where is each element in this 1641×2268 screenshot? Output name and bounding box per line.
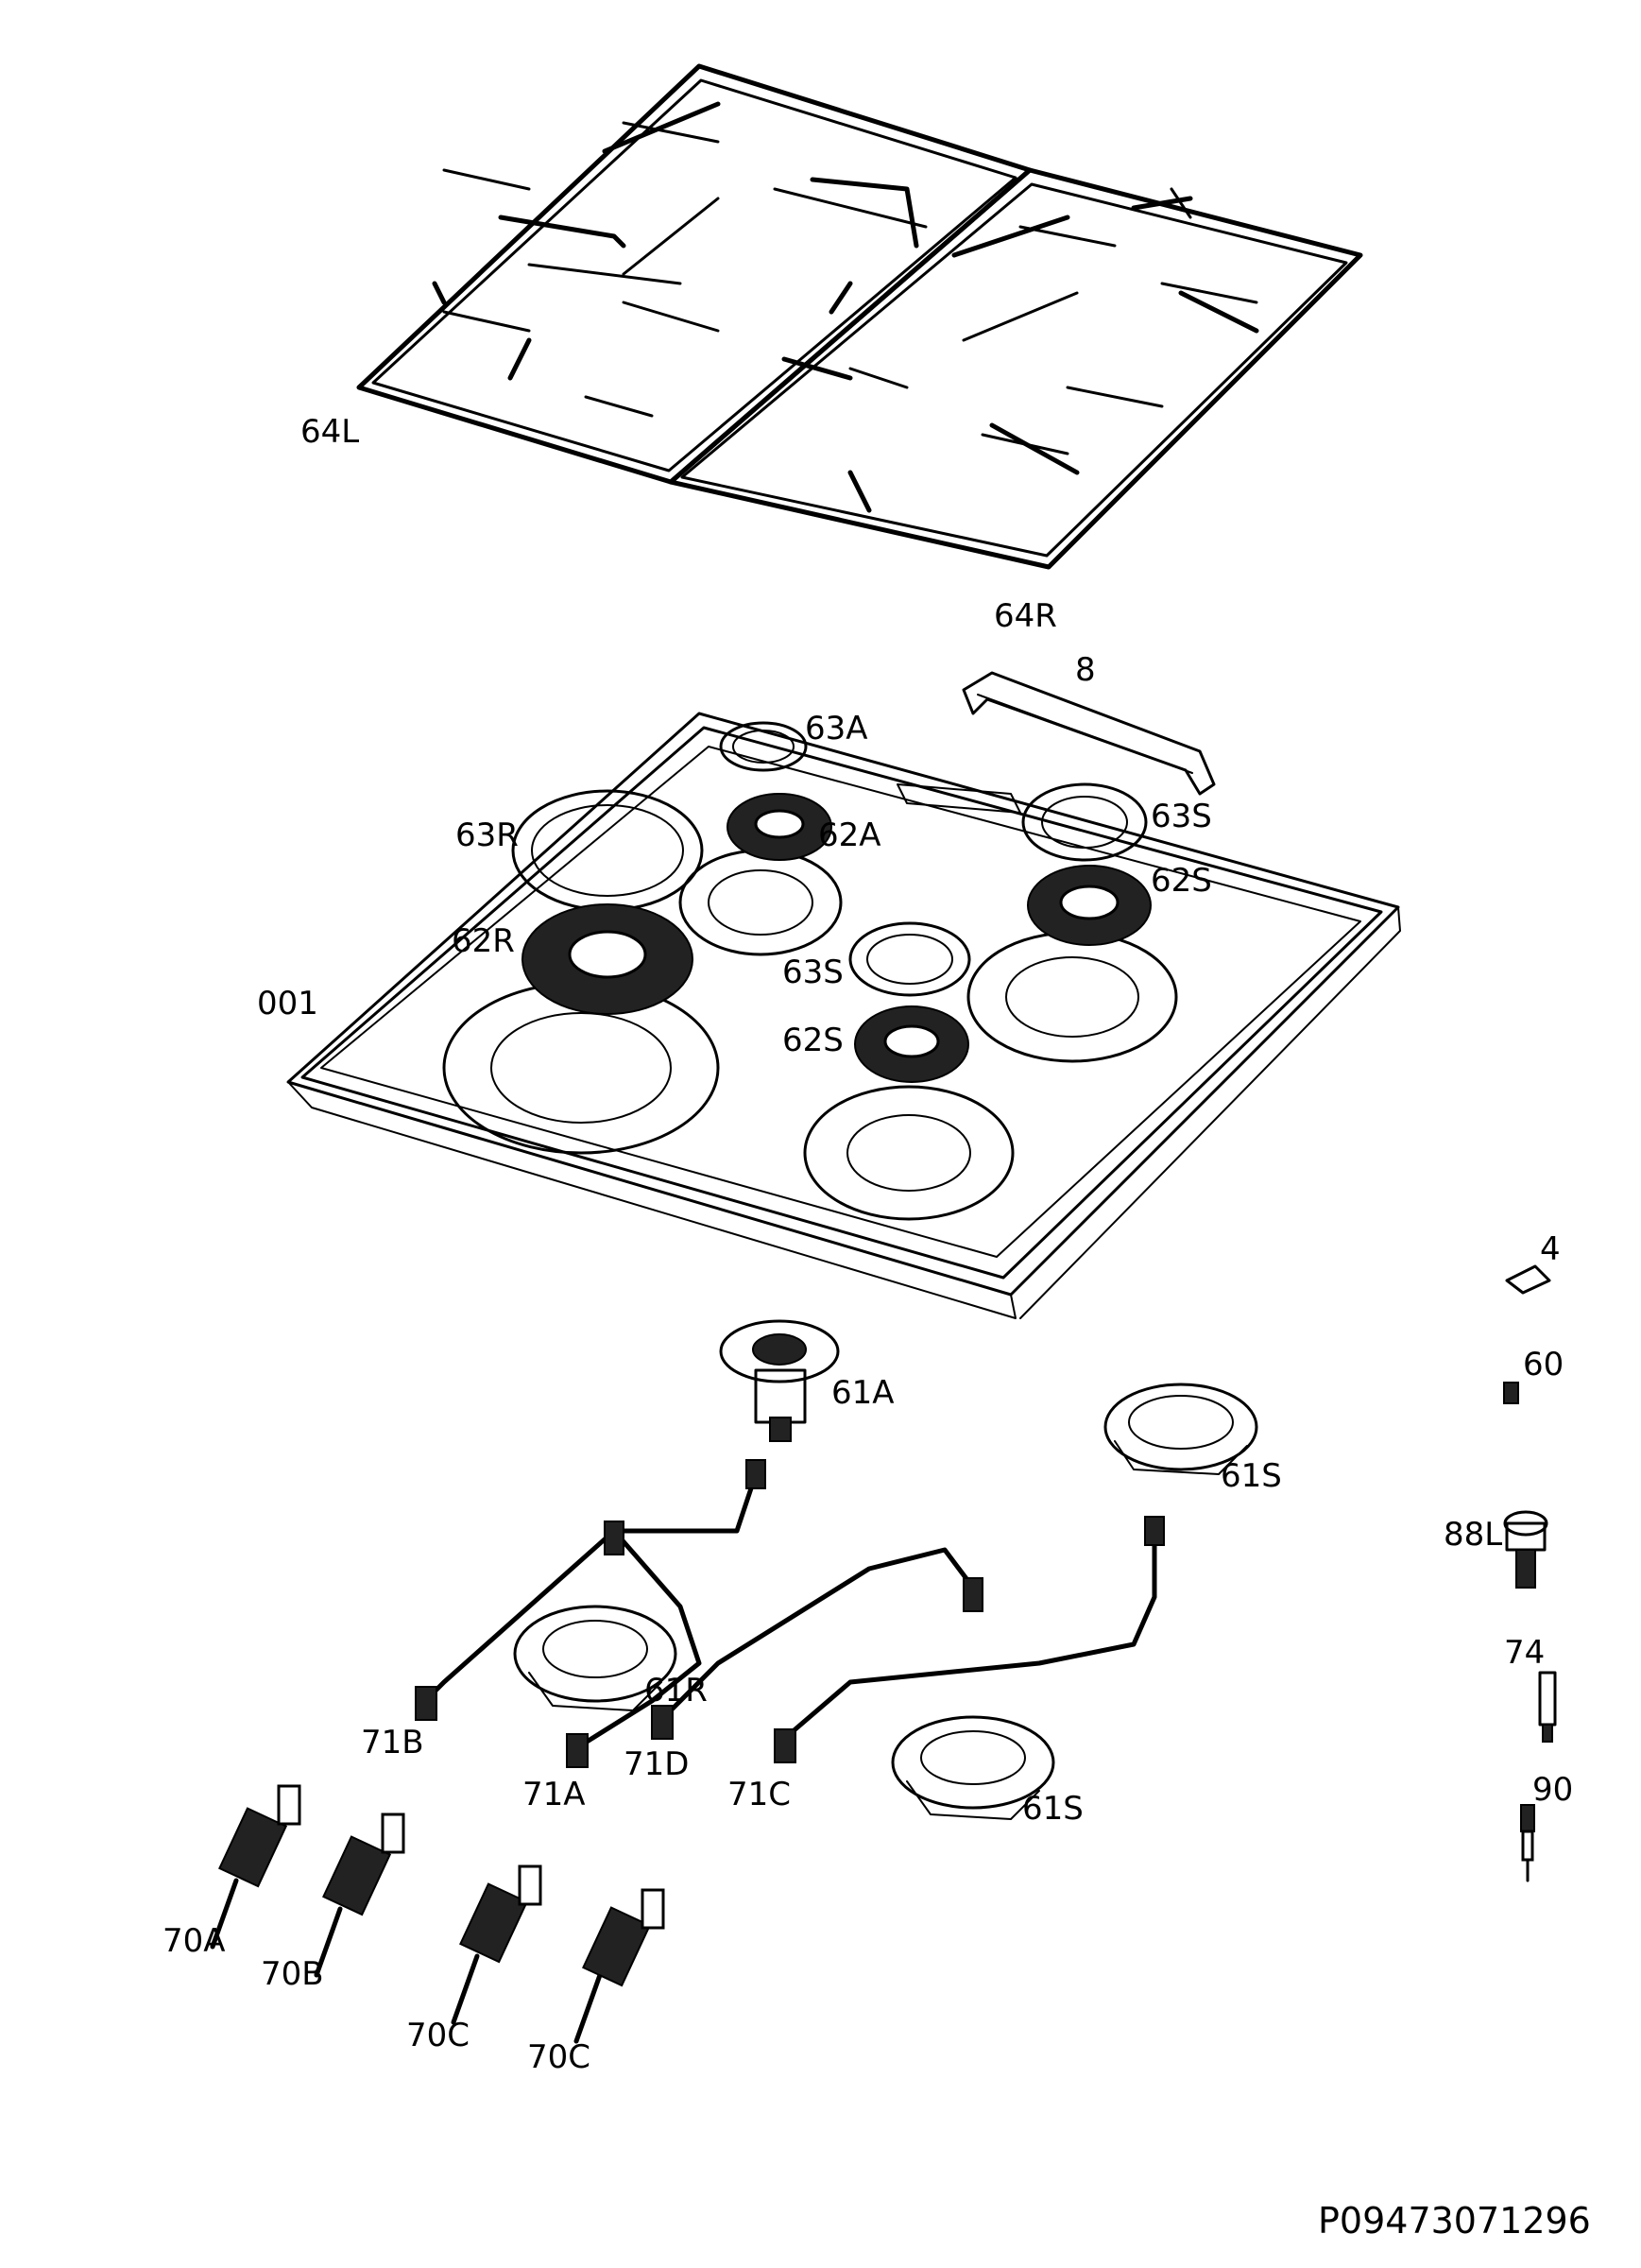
crown-62S-mid [854,1005,969,1083]
label-62S-top: 62S [1151,862,1212,900]
label-61S-right: 61S [1221,1457,1282,1495]
pan-support-left [356,63,1033,485]
label-74: 74 [1504,1634,1545,1672]
burner-base-61R [513,1605,677,1711]
crown-62S-top [1027,865,1152,946]
label-62A: 62A [818,816,881,854]
label-71B: 71B [361,1724,424,1761]
label-71A: 71A [522,1776,586,1813]
label-70A: 70A [162,1922,226,1960]
pan-support-right [668,167,1363,570]
part-60 [1503,1382,1519,1404]
burner-base-61S-low [891,1715,1055,1820]
gas-pipes [415,1459,1165,1768]
label-63R: 63R [455,816,519,854]
label-88L: 88L [1444,1516,1502,1554]
label-63S-mid: 63S [782,954,844,991]
label-60: 60 [1523,1346,1564,1383]
burner-base-61S-right [1103,1383,1258,1475]
label-71C: 71C [727,1776,791,1813]
bar-part-8 [962,671,1216,796]
crown-62A [726,793,832,861]
label-63A: 63A [805,710,868,747]
hob-burner-seat-rear-left [678,849,843,956]
cap-63S-top [1021,782,1148,862]
hob-burner-seat-front-right [966,931,1178,1063]
label-70C-2: 70C [527,2038,590,2076]
cap-63R [511,789,704,912]
clip-part-4 [1505,1264,1551,1295]
thermocouple-74 [1538,1671,1557,1743]
label-90: 90 [1532,1771,1573,1809]
spark-plug-90 [1520,1804,1535,1882]
label-64L: 64L [300,413,359,451]
gas-tap-70B [314,1813,405,1978]
label-70C-1: 70C [406,2017,470,2054]
cap-63S-mid [848,921,971,997]
drawing-reference-number: P09473071296 [1318,2200,1591,2242]
label-62R: 62R [452,922,515,960]
burner-base-61A [719,1319,840,1442]
label-70B: 70B [261,1955,324,1993]
label-63S-top: 63S [1151,798,1212,835]
label-8: 8 [1075,651,1096,689]
gas-tap-70C-2 [573,1888,665,2044]
label-001: 001 [257,985,318,1022]
label-64R: 64R [994,597,1057,635]
hob-burner-seat-front-mid [803,1085,1015,1221]
nut-88L [1503,1510,1548,1589]
label-4: 4 [1540,1230,1561,1268]
label-61R: 61R [644,1672,708,1710]
cap-63A [719,721,808,772]
label-71D: 71D [624,1745,689,1783]
gas-tap-70C-1 [451,1864,542,2025]
label-61A: 61A [831,1374,895,1412]
label-61S-low: 61S [1022,1790,1084,1828]
gas-tap-70A [210,1784,301,1950]
label-62S-mid: 62S [782,1022,844,1059]
crown-62R [521,903,693,1015]
hob-top-panel [286,712,1401,1319]
